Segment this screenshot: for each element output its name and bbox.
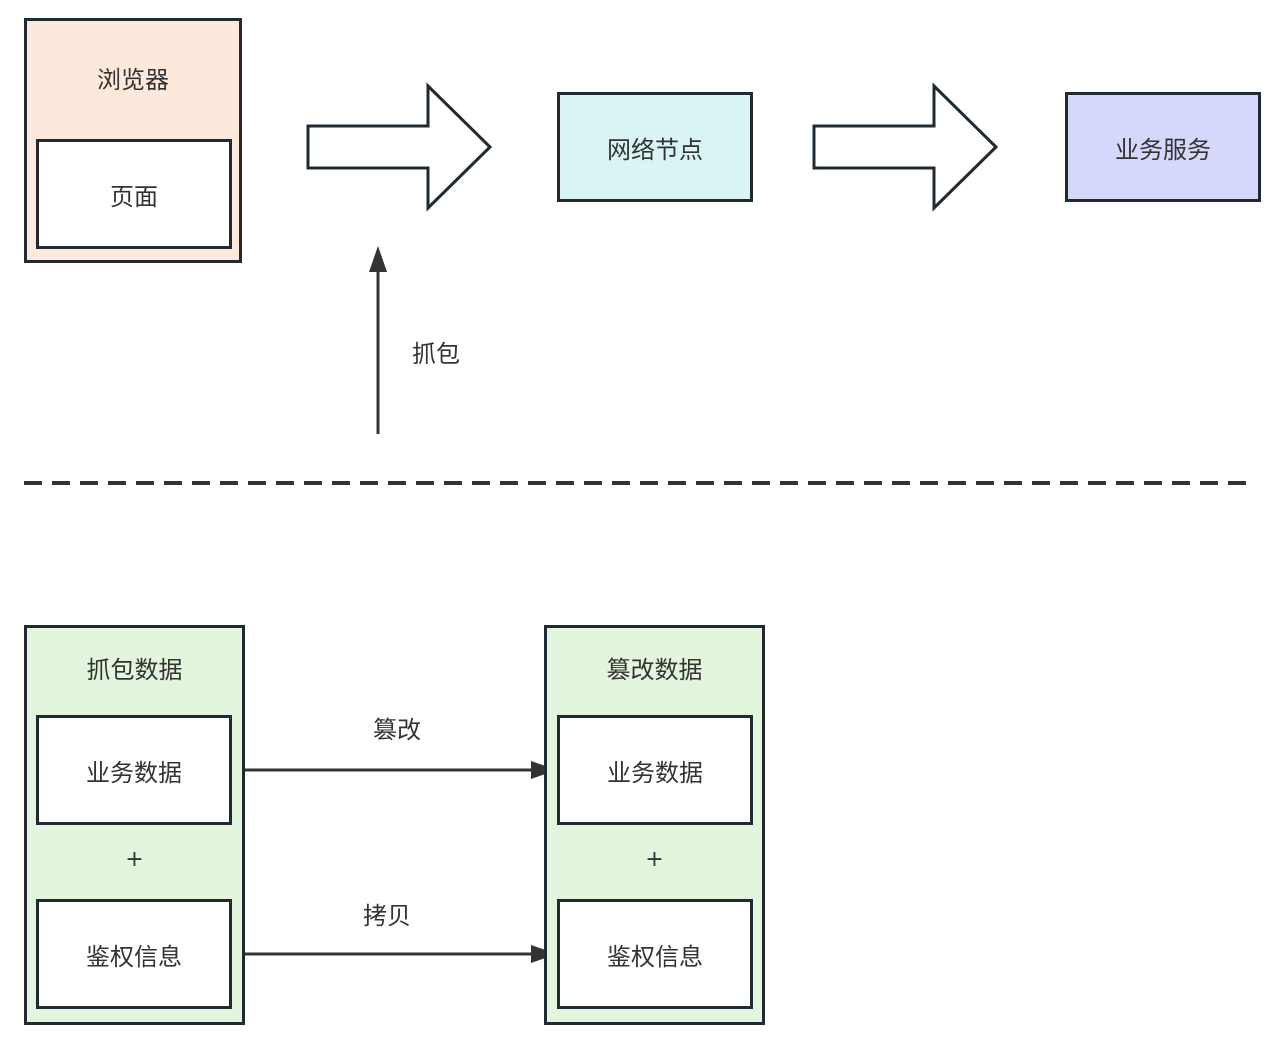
- tampered-data-title: 篡改数据: [606, 656, 703, 684]
- block-arrow-browser-to-network: [306, 82, 493, 212]
- block-arrow-network-to-service: [812, 82, 999, 212]
- tampered-business-data-label: 业务数据: [607, 758, 703, 787]
- tampered-auth-info-label: 鉴权信息: [607, 942, 703, 971]
- captured-auth-info-box: 鉴权信息: [36, 899, 232, 1009]
- captured-auth-info-label: 鉴权信息: [86, 942, 182, 971]
- captured-business-data-box: 业务数据: [36, 715, 232, 825]
- tampered-business-data-box: 业务数据: [557, 715, 753, 825]
- captured-business-data-label: 业务数据: [86, 758, 182, 787]
- copy-label: 拷贝: [363, 902, 411, 930]
- page-label: 页面: [110, 182, 158, 211]
- business-service-box: 业务服务: [1065, 92, 1261, 202]
- capture-label: 抓包: [412, 340, 460, 368]
- tampered-auth-info-box: 鉴权信息: [557, 899, 753, 1009]
- tamper-label: 篡改: [373, 716, 421, 744]
- business-service-label: 业务服务: [1115, 135, 1211, 164]
- capture-arrow-head: [369, 246, 387, 272]
- captured-plus-sign: +: [125, 847, 144, 872]
- browser-title: 浏览器: [97, 66, 169, 94]
- captured-data-title: 抓包数据: [86, 656, 183, 684]
- network-node-box: 网络节点: [557, 92, 753, 202]
- tampered-plus-sign: +: [645, 847, 664, 872]
- page-box: 页面: [36, 139, 232, 249]
- network-node-label: 网络节点: [607, 135, 703, 164]
